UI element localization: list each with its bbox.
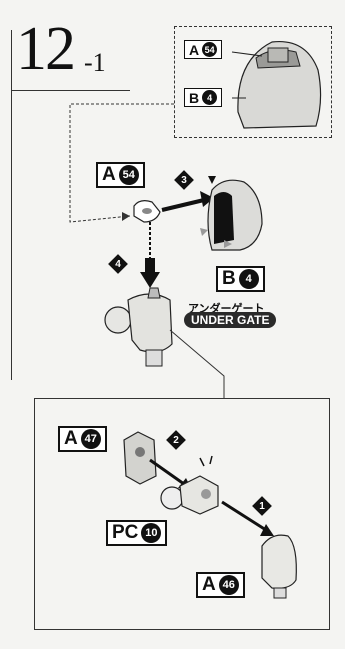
label-a54-top: A 54 (184, 40, 223, 59)
step-sub-number: -1 (84, 48, 106, 77)
label-a47: A 47 (58, 426, 107, 452)
part-number: 10 (141, 523, 162, 543)
part-number: 54 (118, 165, 139, 185)
label-letter: B (189, 89, 200, 106)
part-number: 4 (238, 269, 259, 289)
joint-assembly-drawing (104, 287, 173, 367)
divider-line (12, 90, 130, 91)
label-b4-top: B 4 (184, 88, 223, 107)
label-a54-mid: A 54 (96, 162, 145, 188)
label-b4-mid: B 4 (216, 266, 265, 292)
part-a46-drawing (261, 534, 297, 599)
part-number: 54 (202, 42, 218, 57)
step-marker-2: 2 (166, 430, 186, 450)
part-a47-drawing (123, 431, 157, 485)
completed-view-panel (174, 26, 332, 138)
part-number: 47 (80, 429, 101, 449)
part-b4-drawing (200, 176, 263, 251)
part-a54-drawing (133, 200, 161, 223)
label-letter: A (64, 428, 78, 449)
label-pc10: PC 10 (106, 520, 168, 546)
label-a46: A 46 (196, 572, 245, 598)
label-letter: A (202, 574, 216, 595)
step-marker-1: 1 (252, 496, 272, 516)
label-letter: B (222, 268, 236, 289)
label-letter: A (102, 164, 116, 185)
part-number: 4 (202, 90, 218, 105)
step-marker-4: 4 (108, 254, 128, 274)
label-letter: PC (112, 522, 139, 543)
step-number: 12 (16, 15, 76, 83)
step-marker-3: 3 (174, 170, 194, 190)
part-number: 46 (218, 575, 239, 595)
completed-part-drawing (231, 40, 322, 129)
under-gate-en: UNDER GATE (184, 312, 277, 328)
margin-line (11, 30, 12, 380)
joint-pc10-drawing (160, 455, 219, 515)
label-letter: A (189, 41, 200, 58)
